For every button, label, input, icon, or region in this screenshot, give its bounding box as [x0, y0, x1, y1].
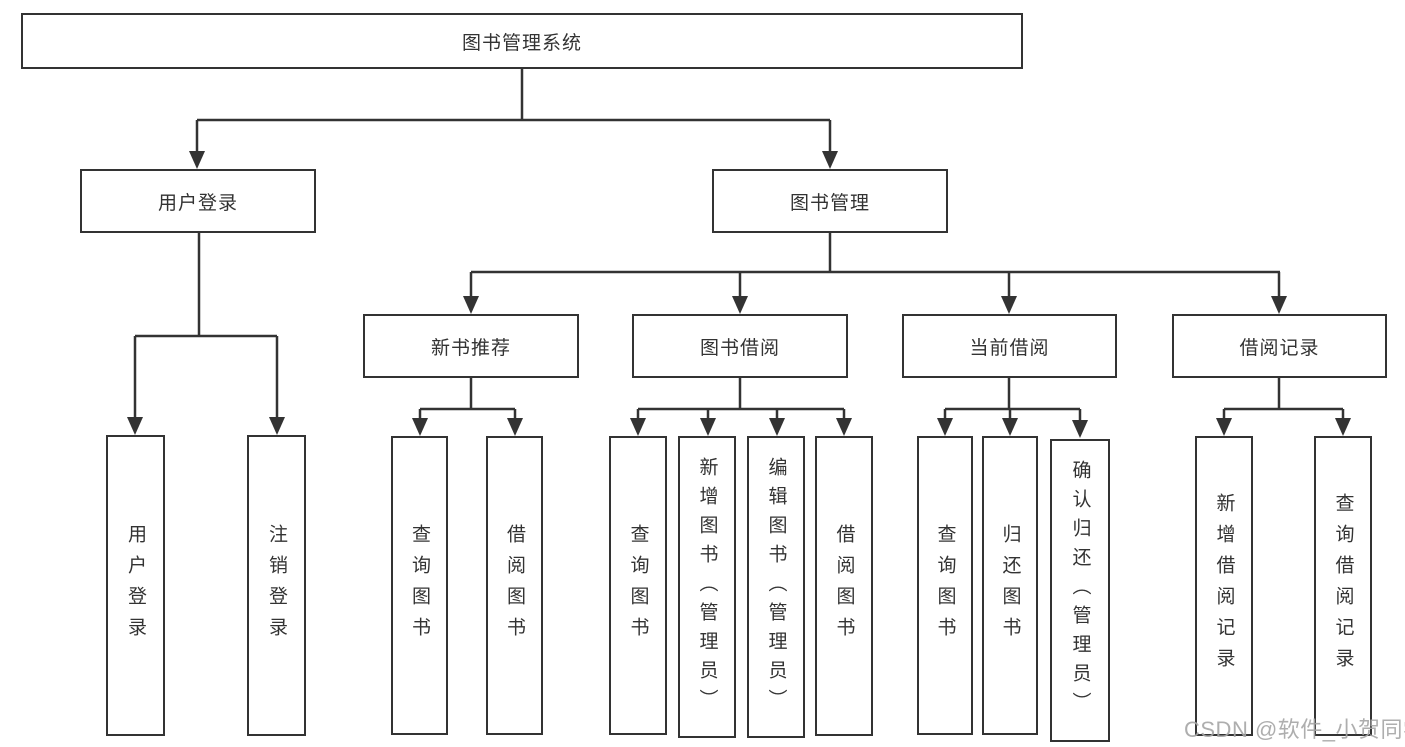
node-library-management-system: 图书管理系统	[21, 13, 1023, 69]
node-current-borrowing: 当前借阅	[902, 314, 1117, 378]
arrowhead	[700, 418, 716, 436]
arrowhead	[189, 151, 205, 169]
node-book-borrowing: 图书借阅	[632, 314, 848, 378]
arrowhead	[836, 418, 852, 436]
node-add-borrow-record: 新增借阅记录	[1195, 436, 1253, 736]
arrowhead	[269, 417, 285, 435]
node-query-borrow-record: 查询借阅记录	[1314, 436, 1372, 736]
node-new-book-recommendation: 新书推荐	[363, 314, 579, 378]
arrowhead	[1335, 418, 1351, 436]
arrowhead	[1002, 418, 1018, 436]
node-book-management: 图书管理	[712, 169, 948, 233]
csdn-watermark: CSDN @软件_小贺同学	[1184, 717, 1405, 742]
node-return-books: 归还图书	[982, 436, 1038, 735]
node-edit-book-admin: 编辑图书（管理员）	[747, 436, 805, 738]
node-logout-action: 注销登录	[247, 435, 306, 736]
arrowhead	[769, 418, 785, 436]
arrowhead	[127, 417, 143, 435]
arrowhead	[1072, 420, 1088, 438]
arrowhead	[463, 296, 479, 314]
arrowhead	[822, 151, 838, 169]
node-user-login: 用户登录	[80, 169, 316, 233]
arrowhead	[937, 418, 953, 436]
node-query-books: 查询图书	[917, 436, 973, 735]
arrowhead	[412, 418, 428, 436]
arrowhead	[507, 418, 523, 436]
arrowhead	[1271, 296, 1287, 314]
node-borrow-books: 借阅图书	[815, 436, 873, 736]
arrowhead	[1216, 418, 1232, 436]
node-query-books: 查询图书	[391, 436, 448, 735]
arrowhead	[630, 418, 646, 436]
node-query-books: 查询图书	[609, 436, 667, 735]
node-borrow-books: 借阅图书	[486, 436, 543, 735]
node-user-login-action: 用户登录	[106, 435, 165, 736]
node-confirm-return-admin: 确认归还（管理员）	[1050, 439, 1110, 742]
node-add-book-admin: 新增图书（管理员）	[678, 436, 736, 738]
arrowhead	[1001, 296, 1017, 314]
node-borrowing-records: 借阅记录	[1172, 314, 1387, 378]
arrowhead	[732, 296, 748, 314]
